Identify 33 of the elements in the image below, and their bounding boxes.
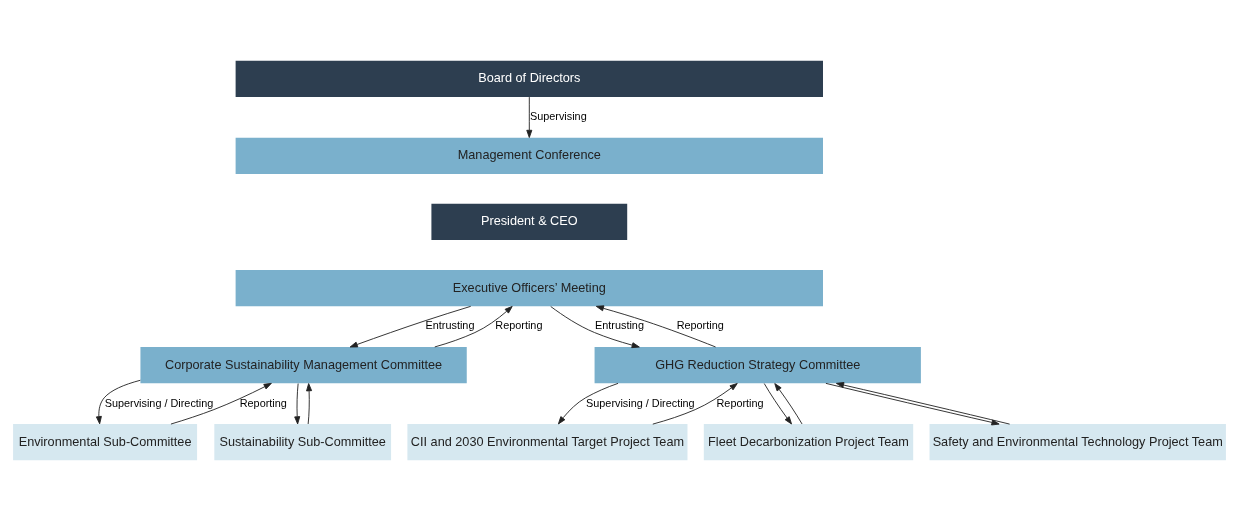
node-box: Fleet Decarbonization Project Team: [703, 423, 914, 460]
edge-label: Reporting: [716, 396, 764, 409]
edge-label: Supervising / Directing: [104, 396, 214, 409]
edge-label: Reporting: [495, 318, 543, 331]
node-box: Environmental Sub-Committee: [13, 423, 198, 460]
arrow: [294, 382, 301, 424]
node-box: GHG Reduction Strategy Committee: [594, 346, 921, 383]
arrow: [595, 304, 717, 347]
arrow: [763, 382, 792, 424]
edge-label: Reporting: [239, 396, 287, 409]
arrow: [557, 382, 619, 424]
node-box: Management Conference: [235, 137, 823, 174]
node-box: Sustainability Sub-Committee: [214, 423, 392, 460]
arrow: [434, 305, 513, 347]
node-box: CII and 2030 Environmental Target Project Team: [407, 423, 688, 460]
arrow: [95, 379, 141, 424]
arrow: [306, 382, 313, 424]
node-box: Corporate Sustainability Management Committee: [140, 346, 467, 383]
edge-label: Entrusting: [595, 318, 644, 331]
edge-label: Reporting: [676, 318, 724, 331]
arrow: [550, 305, 640, 348]
edge-label: Supervising / Directing: [586, 396, 695, 409]
node-box: President & CEO: [431, 203, 628, 240]
arrow: [526, 96, 533, 138]
arrow: [170, 382, 272, 424]
arrow: [774, 382, 803, 424]
edge-label: Supervising: [529, 109, 587, 122]
arrow: [349, 305, 472, 347]
node-box: Executive Officers’ Meeting: [235, 269, 823, 306]
node-box: Board of Directors: [235, 60, 823, 97]
node-box: Safety and Environmental Technology Project Team: [929, 423, 1226, 460]
edge-label: Entrusting: [425, 318, 475, 331]
arrow: [652, 382, 738, 425]
